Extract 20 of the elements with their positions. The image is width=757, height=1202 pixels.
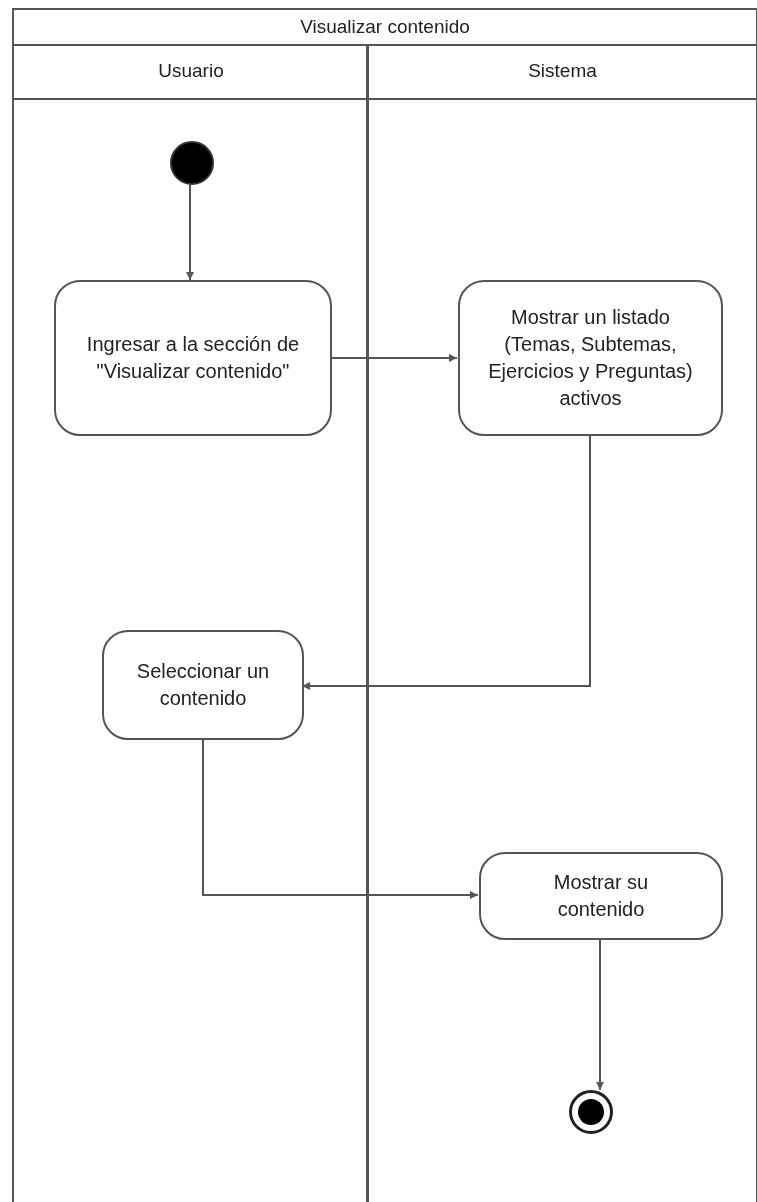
activity-box [102, 630, 304, 740]
activity-box [54, 280, 332, 436]
start-node [170, 141, 214, 185]
activity-box [458, 280, 723, 436]
lane-title: Usuario [14, 44, 368, 100]
swimlane-pool [12, 8, 757, 1202]
arrow [301, 435, 591, 690]
arrow [596, 939, 604, 1091]
swimlane [366, 44, 756, 1202]
activity-box [479, 852, 723, 940]
activity-text: Mostrar un listado (Temas, Subtemas, Ejercicios y Preguntas) activos [487, 305, 694, 411]
arrow [329, 354, 458, 362]
pool-title: Visualizar contenido [14, 10, 756, 46]
activity-text: Seleccionar un contenido [135, 659, 271, 711]
lane-title: Sistema [369, 44, 756, 100]
arrow [202, 739, 479, 899]
end-node [569, 1090, 613, 1134]
activity-text: Ingresar a la sección de "Visualizar contenido" [85, 332, 301, 384]
activity-text: Mostrar su contenido [552, 870, 650, 922]
arrow [186, 184, 194, 281]
